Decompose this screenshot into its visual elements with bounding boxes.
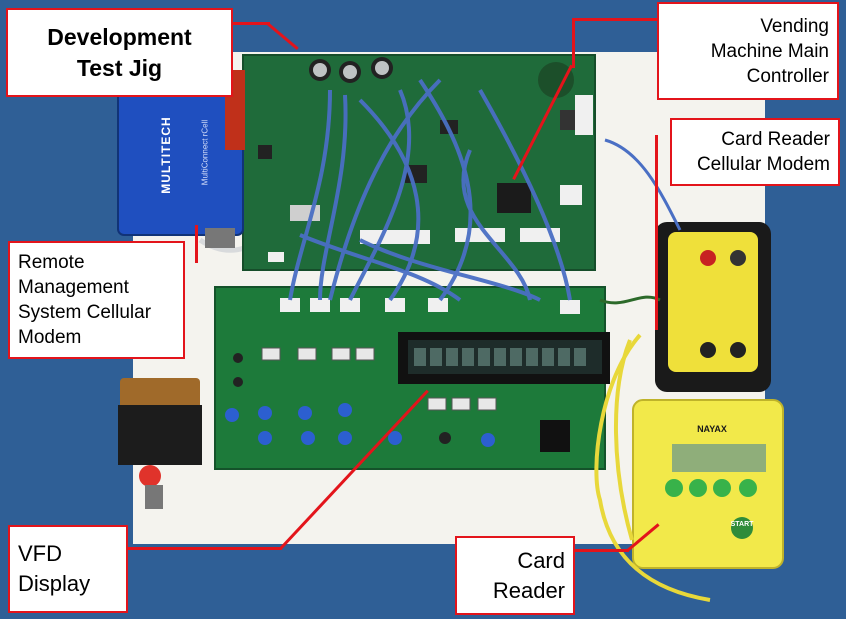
callout-card-modem-line1: Card Reader	[721, 129, 830, 150]
callout-vfd-line2: Display	[18, 571, 91, 596]
callout-remote-management-modem: Remote Management System Cellular Modem	[8, 241, 185, 359]
reader-start-label: START	[730, 521, 754, 528]
callout-rms-line4: Modem	[18, 327, 82, 348]
callout-vending-line2: Machine Main	[710, 40, 829, 62]
callout-card-line1: Card	[517, 547, 565, 573]
leader-card-h	[574, 549, 629, 552]
leader-card-modem-v	[655, 135, 658, 330]
main-controller-board	[242, 54, 596, 271]
callout-rms-line1: Remote	[18, 252, 85, 273]
callout-vfd-line1: VFD	[18, 541, 62, 566]
ribbon-cables	[288, 78, 572, 302]
interface-board	[214, 286, 610, 470]
modem-brand-label: MULTITECH	[159, 116, 173, 194]
nayax-brand-label: NAYAX	[697, 424, 727, 434]
callout-jig-line1: Development	[47, 23, 192, 50]
callout-vending-line1: Vending	[760, 15, 829, 37]
callout-card-line2: Reader	[492, 577, 565, 603]
callout-card-reader-cellular-modem: Card Reader Cellular Modem	[670, 118, 840, 186]
multitech-modem	[117, 70, 245, 248]
nayax-modem	[655, 222, 771, 392]
callout-card-modem-line2: Cellular Modem	[696, 154, 830, 175]
leader-vending-v	[572, 18, 575, 68]
callout-vending-line3: Controller	[746, 65, 829, 87]
leader-jig-h	[232, 22, 270, 25]
card-reader-device	[632, 399, 784, 569]
callout-card-reader: Card Reader	[455, 536, 575, 615]
callout-jig-line2: Test Jig	[76, 54, 163, 81]
callout-development-test-jig: Development Test Jig	[6, 8, 233, 97]
callout-rms-line2: Management	[18, 277, 129, 298]
modem-model-label: MultiConnect rCell	[200, 119, 210, 186]
callout-rms-line3: System Cellular	[18, 302, 152, 323]
callout-vending-machine-main-controller: Vending Machine Main Controller	[657, 2, 839, 100]
leader-vending-h	[572, 18, 657, 21]
leader-rms-v	[195, 225, 198, 263]
leader-vfd-h	[126, 547, 282, 550]
callout-vfd-display: VFD Display	[8, 525, 128, 613]
solenoid-valve	[118, 378, 202, 509]
